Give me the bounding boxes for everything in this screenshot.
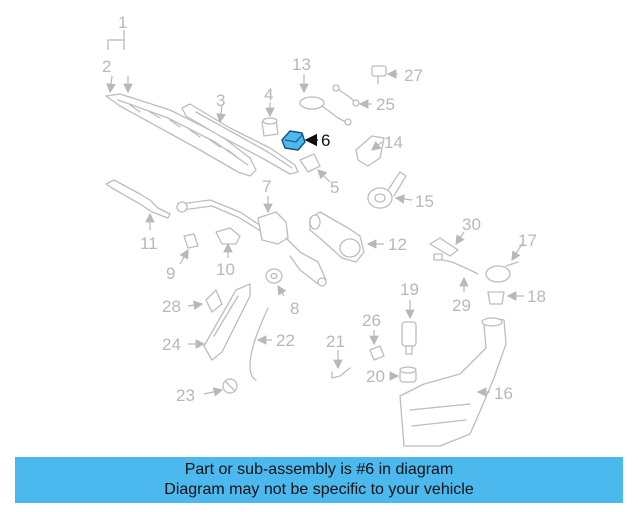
callout-23: 23 (176, 386, 195, 405)
washer-reservoir-part (399, 317, 507, 447)
caption-line-1: Part or sub-assembly is #6 in diagram (184, 461, 454, 478)
callout-30: 30 (462, 215, 481, 234)
part-8-shape (265, 268, 283, 284)
callout-22: 22 (276, 331, 295, 350)
callout-20: 20 (366, 367, 385, 386)
leader-lines (106, 30, 524, 397)
callout-26: 26 (362, 311, 381, 330)
callout-1: 1 (118, 13, 127, 32)
wiper-blade-part (105, 93, 257, 177)
parts-diagram: 1 2 3 4 5 6 7 8 9 10 11 12 13 14 15 16 1… (102, 13, 546, 447)
callout-21: 21 (326, 332, 345, 351)
part-28-shape (205, 289, 223, 313)
caption-banner: Part or sub-assembly is #6 in diagram Di… (15, 457, 623, 503)
callout-14: 14 (384, 133, 403, 152)
wiper-motor-part (309, 211, 365, 263)
part-5-shape (299, 153, 321, 173)
part-26-shape (369, 345, 385, 361)
callout-29: 29 (452, 296, 471, 315)
part-11-shape (105, 179, 171, 219)
part-27-shape (371, 65, 387, 85)
callout-2: 2 (102, 57, 111, 76)
caption-line-2: Diagram may not be specific to your vehi… (164, 481, 474, 498)
callout-8: 8 (290, 299, 299, 318)
part-18-shape (487, 291, 505, 305)
callout-5: 5 (330, 178, 339, 197)
part-22-hose (249, 307, 269, 381)
part-21-hose (331, 367, 351, 379)
callout-3: 3 (216, 91, 225, 110)
washer-pump-part (401, 321, 417, 355)
part-24-shape (203, 283, 251, 361)
callout-15: 15 (415, 192, 434, 211)
part-15-shape (367, 171, 407, 209)
callout-12: 12 (388, 235, 407, 254)
callout-27: 27 (404, 66, 423, 85)
part-4-shape (261, 117, 279, 137)
callout-28: 28 (162, 297, 181, 316)
part-10-shape (215, 227, 241, 245)
callout-7: 7 (262, 177, 271, 196)
wiper-linkage-part (176, 199, 327, 287)
callout-11: 11 (140, 234, 158, 253)
callout-18: 18 (527, 287, 546, 306)
callout-4: 4 (264, 85, 273, 104)
part-29-shape (433, 253, 479, 275)
part-14-shape (355, 135, 385, 167)
callout-19: 19 (400, 280, 419, 299)
callout-24: 24 (162, 335, 181, 354)
callout-16: 16 (494, 384, 513, 403)
part-23-shape (222, 378, 238, 394)
callout-25: 25 (376, 95, 395, 114)
part-20-shape (399, 366, 417, 383)
part-9-shape (183, 233, 199, 249)
callout-9: 9 (166, 264, 175, 283)
callout-labels: 1 2 3 4 5 6 7 8 9 10 11 12 13 14 15 16 1… (102, 13, 546, 405)
callout-6: 6 (321, 131, 330, 150)
part-13-shape (299, 96, 352, 126)
callout-17: 17 (518, 231, 537, 250)
part-30-shape (429, 237, 459, 257)
callout-10: 10 (216, 260, 235, 279)
callout-13: 13 (292, 55, 311, 74)
part-25-shape (332, 84, 360, 107)
part-6-highlighted (281, 130, 306, 151)
part-17-shape (485, 261, 519, 283)
